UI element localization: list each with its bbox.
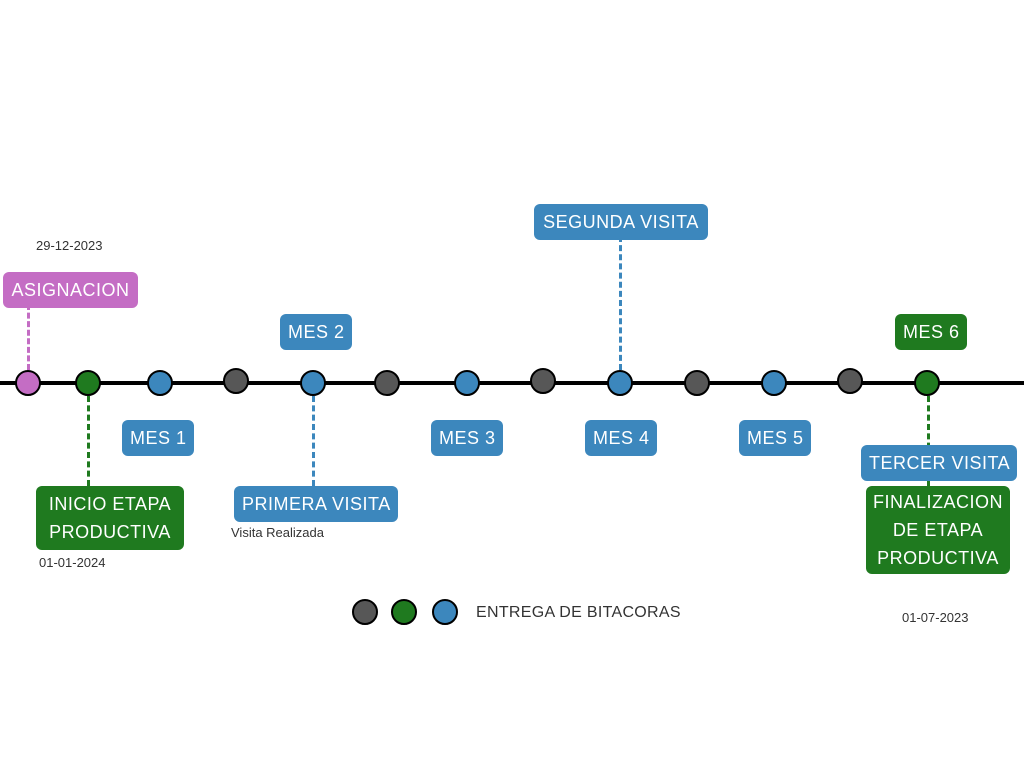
tag-mes3: MES 3 bbox=[431, 420, 503, 456]
node-bitacora-5 bbox=[837, 368, 863, 394]
legend-blue-dot bbox=[432, 599, 458, 625]
primera-visita-connector bbox=[312, 396, 315, 486]
node-mes2 bbox=[300, 370, 326, 396]
segunda-visita-connector bbox=[619, 236, 622, 370]
node-asignacion bbox=[15, 370, 41, 396]
tag-primera-visita: PRIMERA VISITA bbox=[234, 486, 398, 522]
legend-gray-dot bbox=[352, 599, 378, 625]
tag-segunda-visita: SEGUNDA VISITA bbox=[534, 204, 708, 240]
tag-mes4: MES 4 bbox=[585, 420, 657, 456]
note-visita-realizada: Visita Realizada bbox=[231, 525, 324, 540]
tag-mes5: MES 5 bbox=[739, 420, 811, 456]
node-bitacora-1 bbox=[223, 368, 249, 394]
date-asignacion: 29-12-2023 bbox=[36, 238, 103, 253]
tag-mes6: MES 6 bbox=[895, 314, 967, 350]
finalizacion-connector bbox=[927, 396, 930, 486]
date-finalizacion: 01-07-2023 bbox=[902, 610, 969, 625]
node-mes4 bbox=[607, 370, 633, 396]
tag-mes1: MES 1 bbox=[122, 420, 194, 456]
node-bitacora-3 bbox=[530, 368, 556, 394]
inicio-connector bbox=[87, 396, 90, 486]
node-mes3 bbox=[454, 370, 480, 396]
tag-mes2: MES 2 bbox=[280, 314, 352, 350]
date-inicio: 01-01-2024 bbox=[39, 555, 106, 570]
asignacion-connector bbox=[27, 304, 30, 370]
legend-label: ENTREGA DE BITACORAS bbox=[476, 604, 681, 621]
node-mes1 bbox=[147, 370, 173, 396]
node-mes6 bbox=[914, 370, 940, 396]
tag-inicio-etapa: INICIO ETAPA PRODUCTIVA bbox=[36, 486, 184, 550]
tag-finalizacion: FINALIZACION DE ETAPA PRODUCTIVA bbox=[866, 486, 1010, 574]
legend-green-dot bbox=[391, 599, 417, 625]
node-inicio bbox=[75, 370, 101, 396]
tag-tercer-visita: TERCER VISITA bbox=[861, 445, 1017, 481]
node-bitacora-4 bbox=[684, 370, 710, 396]
node-bitacora-2 bbox=[374, 370, 400, 396]
timeline-line bbox=[0, 381, 1024, 385]
tag-asignacion: ASIGNACION bbox=[3, 272, 138, 308]
node-mes5 bbox=[761, 370, 787, 396]
